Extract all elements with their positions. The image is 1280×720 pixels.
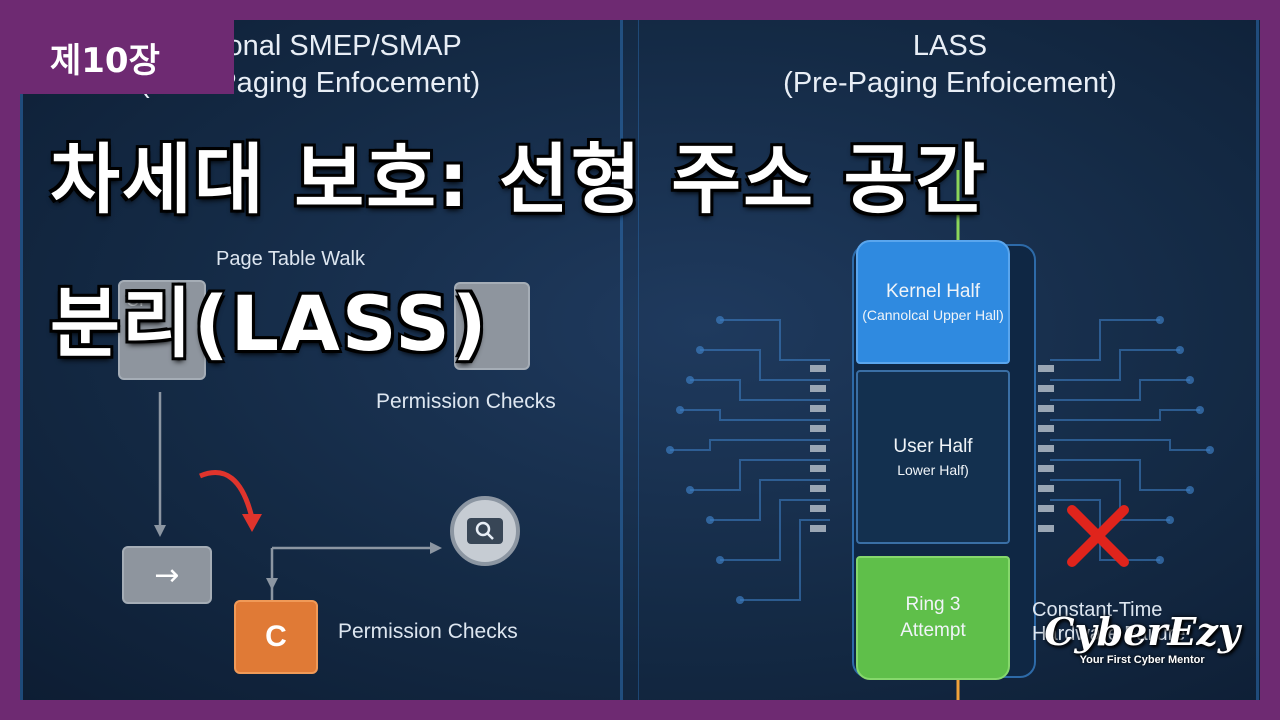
permission-checks-top: Permission Checks — [376, 390, 556, 413]
left-title-line1: ional SMEP/SMAP — [220, 30, 462, 62]
panel-divider-thin — [638, 20, 639, 700]
failure-label: Constant-Time Hardware Failure — [1032, 598, 1185, 646]
panel-divider — [620, 20, 623, 700]
ring3-line2: Attempt — [900, 620, 966, 641]
panel-border-left — [20, 20, 23, 700]
right-title-line1: LASS — [912, 30, 988, 62]
logo-tagline: Your First Cyber Mentor — [1079, 654, 1205, 666]
cpu-label: CPU — [126, 290, 165, 310]
ring3-line1: Ring 3 — [905, 594, 961, 615]
user-half-sub: Lower Half) — [897, 462, 969, 478]
slide-frame: ional SMEP/SMAP (Post-Paging Enfocement)… — [20, 20, 1260, 700]
red-x-icon — [1067, 505, 1129, 567]
arrow-right-icon: → — [154, 557, 180, 593]
failure-line2: Hardware Failure — [1032, 623, 1186, 645]
cyberezy-logo: CyberEzy Your First Cyber Mentor — [1044, 609, 1240, 667]
chapter-badge: 제10장 — [20, 20, 234, 94]
cpu-box: CPU — [118, 280, 206, 380]
kernel-half-sub: (Cannolcal Upper Hall) — [862, 307, 1004, 323]
user-half-label: User Half — [893, 436, 973, 457]
page-table-box — [454, 282, 530, 370]
arrow-box: → — [122, 546, 212, 604]
kernel-half-segment: Kernel Half (Cannolcal Upper Hall) — [856, 240, 1010, 364]
search-icon — [450, 496, 520, 566]
kernel-half-label: Kernel Half — [886, 281, 980, 302]
permission-checks-bottom: Permission Checks — [338, 620, 518, 643]
headline-line2: 분리(LASS) — [50, 279, 489, 368]
right-panel-title: LASS (Pre-Paging Enfoicement) — [740, 28, 1160, 102]
right-title-line2: (Pre-Paging Enfoicement) — [783, 67, 1117, 99]
left-panel-title: ional SMEP/SMAP (Post-Paging Enfocement) — [140, 28, 530, 102]
failure-line1: Constant-Time — [1032, 599, 1163, 621]
page-table-walk-label: Page Table Walk — [216, 248, 365, 270]
logo-name: CyberEzy — [1044, 609, 1240, 654]
c-box: C — [234, 600, 318, 674]
panel-border-right — [1256, 20, 1259, 700]
user-half-segment: User Half Lower Half) — [856, 370, 1010, 544]
ring3-segment: Ring 3 Attempt — [856, 556, 1010, 680]
headline-line1: 차세대 보호: 선형 주소 공간 — [50, 135, 988, 224]
